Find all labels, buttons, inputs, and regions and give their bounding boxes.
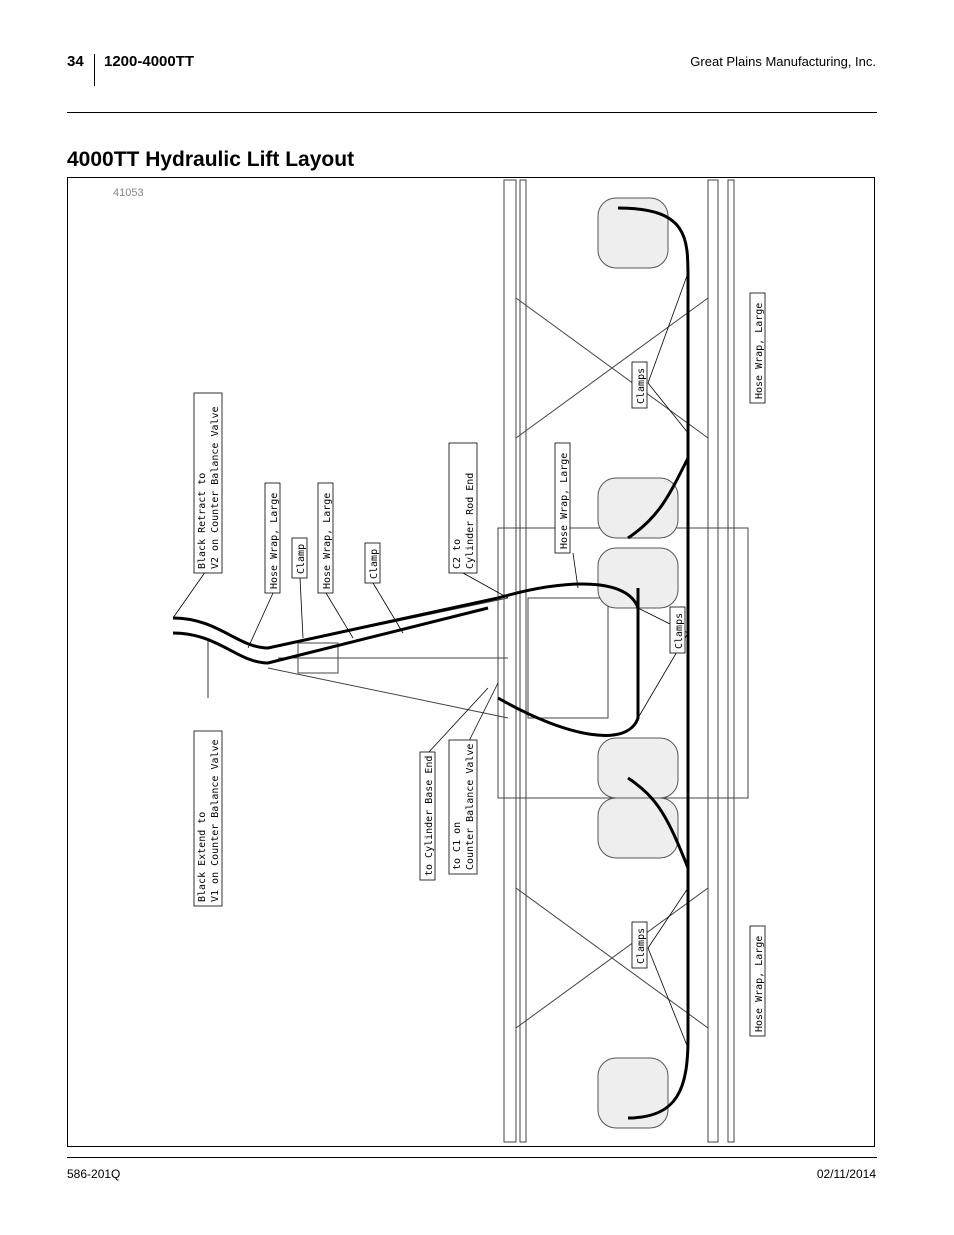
header-divider: [94, 54, 95, 86]
callout-clamp-1: Clamp: [296, 544, 307, 574]
callout-black-extend-1: Black Extend to: [197, 812, 208, 902]
company-name: Great Plains Manufacturing, Inc.: [690, 54, 876, 69]
header-rule: [67, 112, 877, 113]
callout-hose-wrap-top: Hose Wrap, Large: [754, 303, 765, 399]
callout-c2-2: Cylinder Rod End: [465, 473, 476, 569]
callout-hose-wrap-1: Hose Wrap, Large: [269, 493, 280, 589]
document-number: 586-201Q: [67, 1167, 121, 1181]
callout-c1-1: to C1 on: [452, 822, 463, 870]
model-name: 1200-4000TT: [104, 53, 195, 70]
hydraulic-layout-drawing: Black Retract to V2 on Counter Balance V…: [172, 179, 766, 1143]
hydraulic-hoses: [172, 206, 690, 1120]
document-date: 02/11/2014: [816, 1167, 876, 1181]
callout-clamp-2: Clamp: [369, 549, 380, 579]
callout-hose-wrap-bottom: Hose Wrap, Large: [754, 936, 765, 1032]
machine-frame: [267, 179, 749, 1143]
callout-black-retract-1: Black Retract to: [197, 473, 208, 569]
figure-frame: [67, 177, 875, 1147]
page-number: 34: [67, 53, 84, 70]
figure-number: 41053: [113, 187, 144, 199]
callout-black-extend-2: V1 on Counter Balance Valve: [210, 739, 221, 902]
callout-clamps-top: Clamps: [636, 368, 647, 404]
callout-c1-2: Counter Balance Valve: [465, 744, 476, 870]
tires: [597, 197, 679, 1129]
callout-hose-wrap-3: Hose Wrap, Large: [559, 453, 570, 549]
page-title: 4000TT Hydraulic Lift Layout: [67, 148, 355, 171]
callout-labels: Black Retract to V2 on Counter Balance V…: [193, 292, 766, 1037]
callout-clamps-mid: Clamps: [674, 613, 685, 649]
callout-cylinder-base: to Cylinder Base End: [424, 756, 435, 876]
callout-clamps-bottom: Clamps: [636, 928, 647, 964]
callout-c2-1: C2 to: [452, 539, 463, 569]
callout-hose-wrap-2: Hose Wrap, Large: [322, 493, 333, 589]
footer-rule: [67, 1157, 877, 1158]
callout-black-retract-2: V2 on Counter Balance Valve: [210, 406, 221, 569]
